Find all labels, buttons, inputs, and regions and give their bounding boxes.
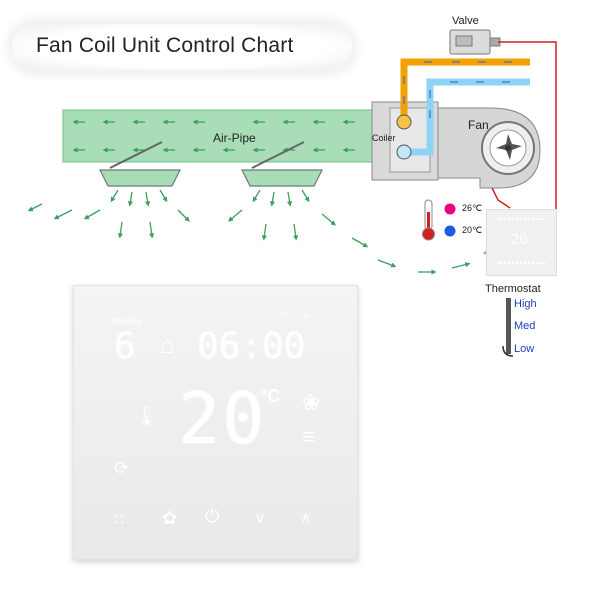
airflow-arrows: [27, 189, 508, 275]
fan-mode-icon[interactable]: ✿: [162, 508, 178, 528]
wifi-icon: ◠: [280, 311, 290, 323]
fan-wire: [491, 187, 511, 209]
mode-label: Weekly: [112, 316, 142, 326]
title-background: [12, 24, 352, 70]
fan-speed-low: Low: [514, 343, 535, 355]
day-display: 6: [114, 326, 136, 367]
cold-dot: [444, 225, 456, 237]
thermometer-icon: [422, 199, 435, 241]
diffuser-left: [99, 141, 181, 187]
eco-icon: ⟳: [114, 458, 130, 478]
heat-level-icon: ≈: [302, 310, 309, 322]
time-display: 06:00: [197, 326, 306, 367]
thermostat-label: Thermostat: [485, 283, 541, 295]
mini-temperature: 20: [511, 232, 528, 248]
air-pipe-arrows: [72, 119, 355, 153]
coil-inlet: [396, 114, 412, 130]
fan-housing: [437, 107, 541, 189]
fan-label: Fan: [468, 118, 489, 132]
air-pipe-label: Air-Pipe: [213, 131, 256, 145]
fan-icon: ❀: [302, 390, 321, 415]
coil-outlet: [396, 144, 412, 160]
pipe-flow-arrows: [403, 61, 512, 118]
fan-speed-high: High: [514, 298, 537, 310]
thermometer-small-icon: 🌡: [134, 406, 160, 428]
mini-thermostat: 20: [486, 209, 557, 276]
thermostat-panel: Weekly ◠ ≈ 6 ⌂ 06:00 🌡 20 °C ❀ ≡ ⟳ ∷ ✿ ⏻…: [73, 285, 358, 560]
coiler-label: Coiler: [372, 133, 396, 143]
fan-speed-med: Med: [514, 320, 536, 332]
down-arrow-icon[interactable]: ∨: [254, 510, 266, 527]
page-title: Fan Coil Unit Control Chart: [36, 34, 294, 57]
mini-top-segments: [497, 218, 545, 223]
temperature-display: 20: [178, 378, 267, 460]
fan-speed-switch: [502, 298, 514, 357]
fan-level-icon: ≡: [302, 424, 315, 449]
hot-temp-label: 26℃: [462, 203, 483, 213]
valve-icon: [449, 29, 501, 55]
valve-label: Valve: [452, 15, 479, 27]
cold-temp-label: 20℃: [462, 225, 483, 235]
home-icon: ⌂: [160, 332, 175, 359]
up-arrow-icon[interactable]: ∧: [300, 510, 312, 527]
diffuser-right: [241, 141, 323, 187]
hot-dot: [444, 203, 456, 215]
menu-grid-icon[interactable]: ∷: [114, 512, 125, 529]
power-icon[interactable]: ⏻: [205, 506, 220, 526]
air-pipe: [62, 109, 376, 163]
mini-bottom-buttons: [497, 262, 545, 267]
unit-label: °C: [260, 386, 281, 406]
control-wire: [498, 41, 557, 260]
